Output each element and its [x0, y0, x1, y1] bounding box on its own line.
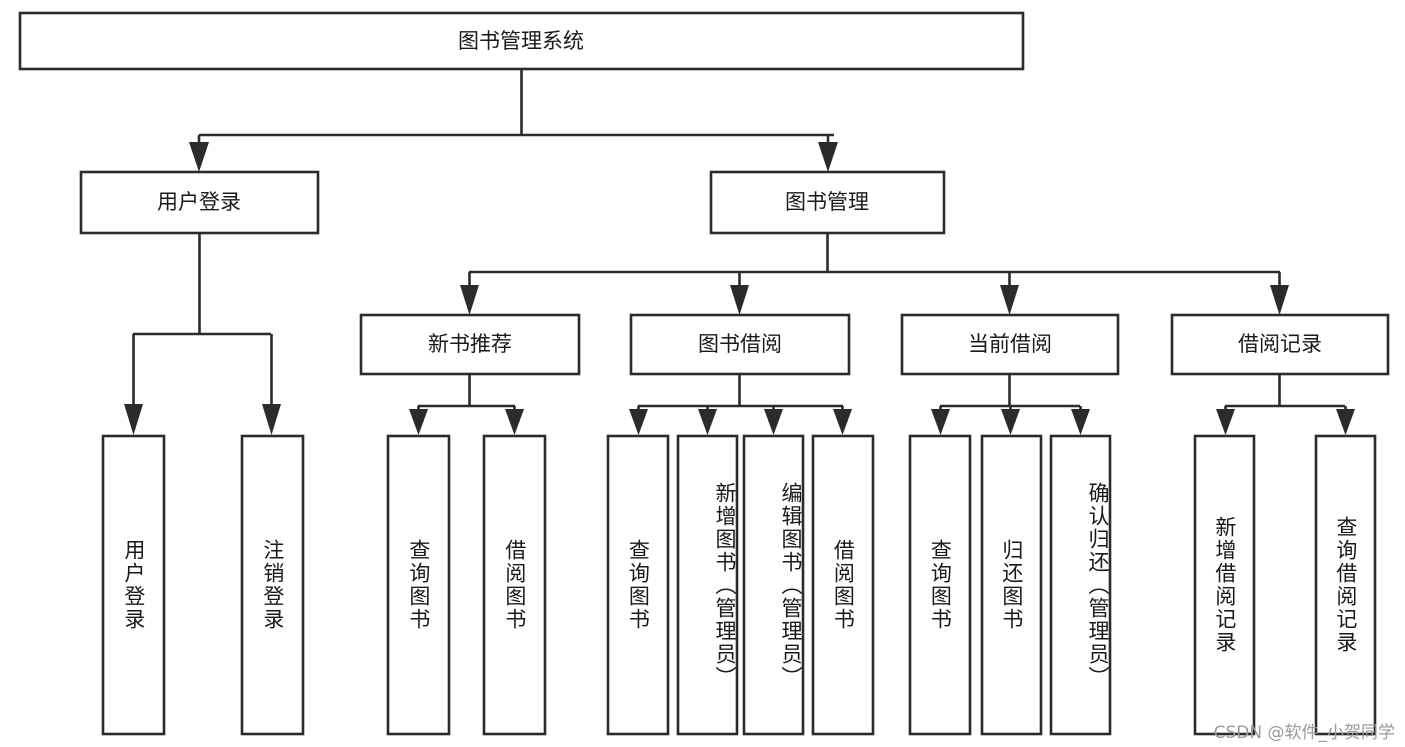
arrow-head-user-login	[189, 142, 209, 172]
node-user-login-rect[interactable]	[79, 170, 320, 235]
arrow-head-leaf-edit-book	[764, 409, 783, 435]
node-leaf-borrow-book-rect[interactable]	[811, 434, 875, 736]
node-leaf-return-book-rect[interactable]	[980, 434, 1043, 736]
arrow-head-leaf-borrow-book	[833, 409, 852, 435]
node-leaf-query-book-current-rect[interactable]	[908, 434, 972, 736]
node-current-borrow[interactable]: 当前借阅	[900, 313, 1120, 376]
arrow-head-leaf-query-book-current	[931, 409, 950, 435]
node-leaf-user-login-rect[interactable]	[101, 434, 166, 736]
node-book-borrow-label: 图书借阅	[698, 332, 782, 356]
arrow-head-leaf-user-logout	[262, 404, 281, 435]
arrow-head-leaf-query-record	[1336, 409, 1355, 435]
arrow-head-borrow-record	[1270, 285, 1289, 315]
node-root[interactable]: 图书管理系统	[18, 11, 1025, 71]
arrow-head-leaf-user-login	[124, 404, 143, 435]
arrow-head-leaf-add-book	[698, 409, 717, 435]
node-user-login-label: 用户登录	[157, 190, 241, 214]
arrow-head-leaf-add-record	[1216, 409, 1235, 435]
arrow-head-leaf-confirm-return	[1071, 409, 1090, 435]
node-leaf-confirm-return-rect[interactable]	[1049, 434, 1112, 736]
node-current-borrow-rect[interactable]	[900, 313, 1120, 376]
node-root-rect[interactable]	[18, 11, 1025, 71]
node-new-book-rec-label: 新书推荐	[428, 332, 512, 356]
arrow-head-leaf-query-book-rec	[409, 409, 428, 435]
arrow-head-leaf-return-book	[1001, 409, 1020, 435]
arrow-head-new-book-rec	[460, 285, 479, 315]
node-book-borrow[interactable]: 图书借阅	[629, 313, 851, 376]
node-borrow-record[interactable]: 借阅记录	[1170, 313, 1390, 376]
node-leaf-query-record-rect[interactable]	[1314, 434, 1377, 736]
node-book-manage-rect[interactable]	[709, 170, 946, 235]
leaf-rect-group	[101, 434, 1377, 736]
node-leaf-query-book-rec-rect[interactable]	[386, 434, 451, 736]
arrow-head-book-borrow	[730, 285, 749, 315]
connector-group	[124, 69, 1355, 435]
node-leaf-edit-book-rect[interactable]	[742, 434, 805, 736]
arrow-head-book-manage	[818, 142, 838, 172]
node-leaf-add-book-rect[interactable]	[676, 434, 739, 736]
node-leaf-borrow-book-rec-rect[interactable]	[482, 434, 547, 736]
node-root-label: 图书管理系统	[458, 29, 584, 53]
node-new-book-rec-rect[interactable]	[359, 313, 581, 376]
csdn-watermark: CSDN @软件_小贺同学	[1213, 723, 1395, 743]
node-user-login[interactable]: 用户登录	[79, 170, 320, 235]
arrow-head-current-borrow	[1000, 285, 1019, 315]
arrow-head-leaf-borrow-book-rec	[505, 409, 524, 435]
node-new-book-rec[interactable]: 新书推荐	[359, 313, 581, 376]
node-borrow-record-label: 借阅记录	[1238, 332, 1322, 356]
node-leaf-query-book-borrow-rect[interactable]	[606, 434, 670, 736]
node-book-manage-label: 图书管理	[785, 190, 869, 214]
arrow-head-leaf-query-book-borrow	[629, 409, 648, 435]
node-book-manage[interactable]: 图书管理	[709, 170, 946, 235]
node-borrow-record-rect[interactable]	[1170, 313, 1390, 376]
node-book-borrow-rect[interactable]	[629, 313, 851, 376]
node-leaf-add-record-rect[interactable]	[1193, 434, 1256, 736]
node-current-borrow-label: 当前借阅	[968, 332, 1052, 356]
node-leaf-user-logout-rect[interactable]	[240, 434, 305, 736]
